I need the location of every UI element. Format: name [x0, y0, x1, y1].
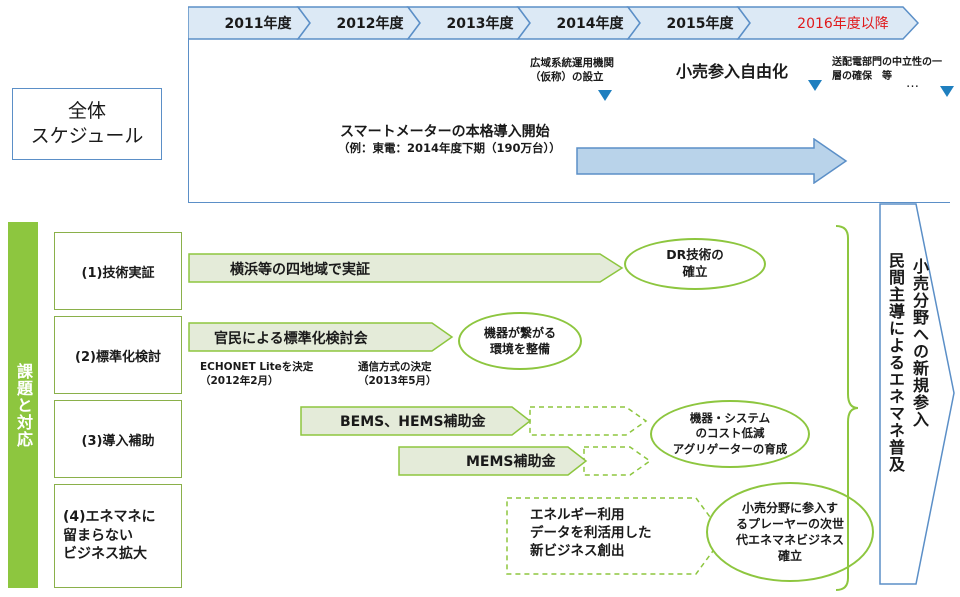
demo-label: 横浜等の四地域で実証: [230, 262, 370, 278]
year-2011: 2011年度: [224, 16, 292, 32]
year-2014: 2014年度: [556, 16, 624, 32]
ellipsis: …: [906, 76, 919, 91]
smart-meter-example: （例：東電：2014年度下期（190万台））: [338, 141, 561, 155]
row-label-business: (4)エネマネに 留まらない ビジネス拡大: [54, 484, 182, 588]
retail-liberalization-label: 小売参入自由化: [676, 62, 789, 81]
goal-private-led-ems: 民間主導によるエネマネ普及: [886, 252, 905, 473]
year-2016-onward: 2016年度以降: [797, 16, 889, 32]
bems-hems-arrow: [300, 406, 648, 436]
wide-area-org-note: 広域系統運用機関 （仮称）の設立: [530, 57, 614, 84]
year-2012: 2012年度: [336, 16, 404, 32]
outcome-cost: 機器・システム のコスト低減 アグリゲーターの育成: [650, 400, 810, 468]
year-chevrons: [188, 6, 920, 40]
grouping-brace: [835, 225, 859, 591]
outcome-devices: 機器が繋がる 環境を整備: [458, 312, 582, 370]
year-chevron-2016: [736, 6, 920, 40]
bems-hems-label: BEMS、HEMS補助金: [340, 414, 486, 430]
milestone-marker-neutrality: [940, 86, 954, 97]
data-business-arrow: [506, 497, 725, 575]
issues-vertical-label: 課題と対応: [8, 222, 38, 588]
mems-arrow: [398, 446, 652, 476]
overall-schedule-label: 全体 スケジュール: [12, 88, 162, 160]
row-label-standardization: (2)標準化検討: [54, 316, 182, 394]
mems-label: MEMS補助金: [466, 454, 556, 470]
goal-retail-entry: 小売分野への新規参入: [910, 258, 929, 428]
row-label-tech-demo: (1)技術実証: [54, 232, 182, 310]
milestone-marker-retail: [808, 80, 822, 91]
smart-meter-arrow: [576, 138, 848, 184]
data-business-label: エネルギー利用 データを利活用した 新ビジネス創出: [530, 507, 652, 560]
comm-method-note: 通信方式の決定 （2013年5月）: [358, 361, 437, 388]
year-timeline: 2011年度 2012年度 2013年度 2014年度 2015年度 2016年…: [188, 5, 920, 41]
standardization-arrow: [188, 322, 454, 352]
outcome-dr: DR技術の 確立: [624, 238, 766, 290]
row-label-subsidy: (3)導入補助: [54, 400, 182, 478]
year-2013: 2013年度: [446, 16, 514, 32]
smart-meter-title: スマートメーターの本格導入開始: [340, 124, 550, 140]
schedule-area: [188, 38, 950, 203]
standardization-label: 官民による標準化検討会: [214, 331, 368, 347]
outcome-players: 小売分野に参入す るプレーヤーの次世 代エネマネビジネス 確立: [706, 482, 874, 582]
goal-arrow: [879, 203, 955, 585]
echonet-note: ECHONET Liteを決定 （2012年2月）: [200, 361, 314, 388]
distribution-neutrality-note: 送配電部門の中立性の一 層の確保 等: [832, 57, 942, 82]
year-2015: 2015年度: [666, 16, 734, 32]
milestone-marker-2014: [598, 90, 612, 101]
demo-arrow: [188, 253, 624, 283]
